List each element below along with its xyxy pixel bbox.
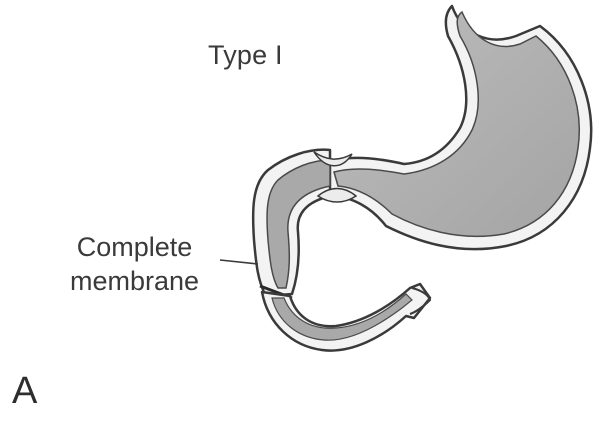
membrane-label-line1: Complete: [52, 230, 217, 264]
type-label: Type I: [208, 40, 283, 71]
membrane-label: Complete membrane: [52, 230, 217, 298]
membrane-label-line2: membrane: [52, 264, 217, 298]
panel-label: A: [12, 370, 37, 413]
membrane-leader-line: [220, 260, 258, 264]
